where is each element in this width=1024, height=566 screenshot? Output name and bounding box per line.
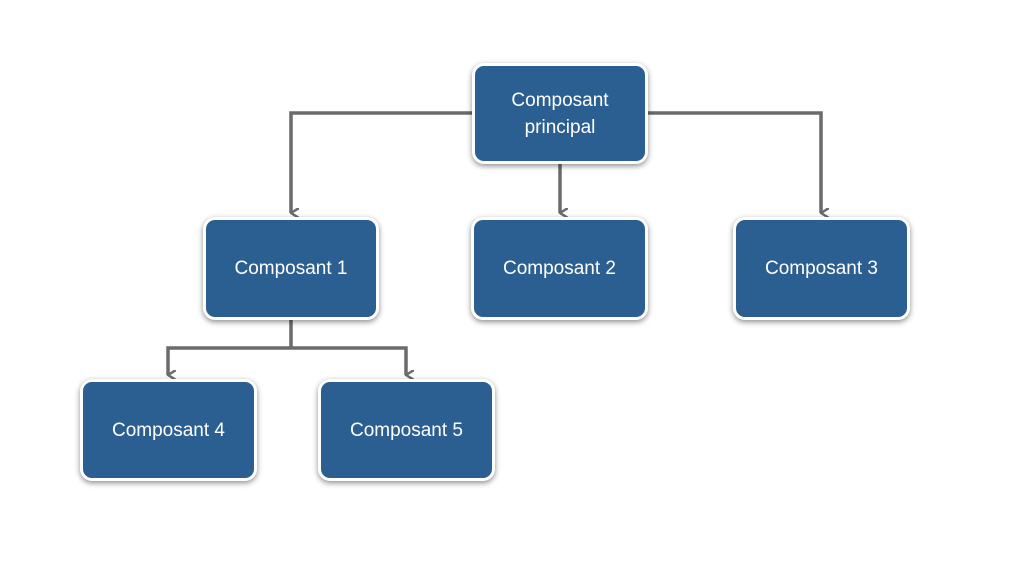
node-composant-2: Composant 2 <box>471 217 648 320</box>
node-label: Composant 4 <box>111 419 225 441</box>
node-composant-4: Composant 4 <box>80 379 257 481</box>
connector-1-to-4 <box>166 346 291 375</box>
connector-root-to-1 <box>289 111 472 213</box>
node-label: Composant principal <box>511 89 609 138</box>
node-composant-3: Composant 3 <box>733 217 910 320</box>
node-composant-principal: Composant principal <box>472 63 648 164</box>
node-composant-1: Composant 1 <box>203 217 379 320</box>
connector-root-to-3 <box>648 111 821 213</box>
connector-1-to-5 <box>291 346 406 375</box>
node-label: Composant 3 <box>764 258 878 279</box>
node-label: Composant 1 <box>234 258 348 279</box>
node-label: Composant 2 <box>502 258 616 279</box>
node-label: Composant 5 <box>349 419 463 441</box>
node-composant-5: Composant 5 <box>318 379 495 481</box>
